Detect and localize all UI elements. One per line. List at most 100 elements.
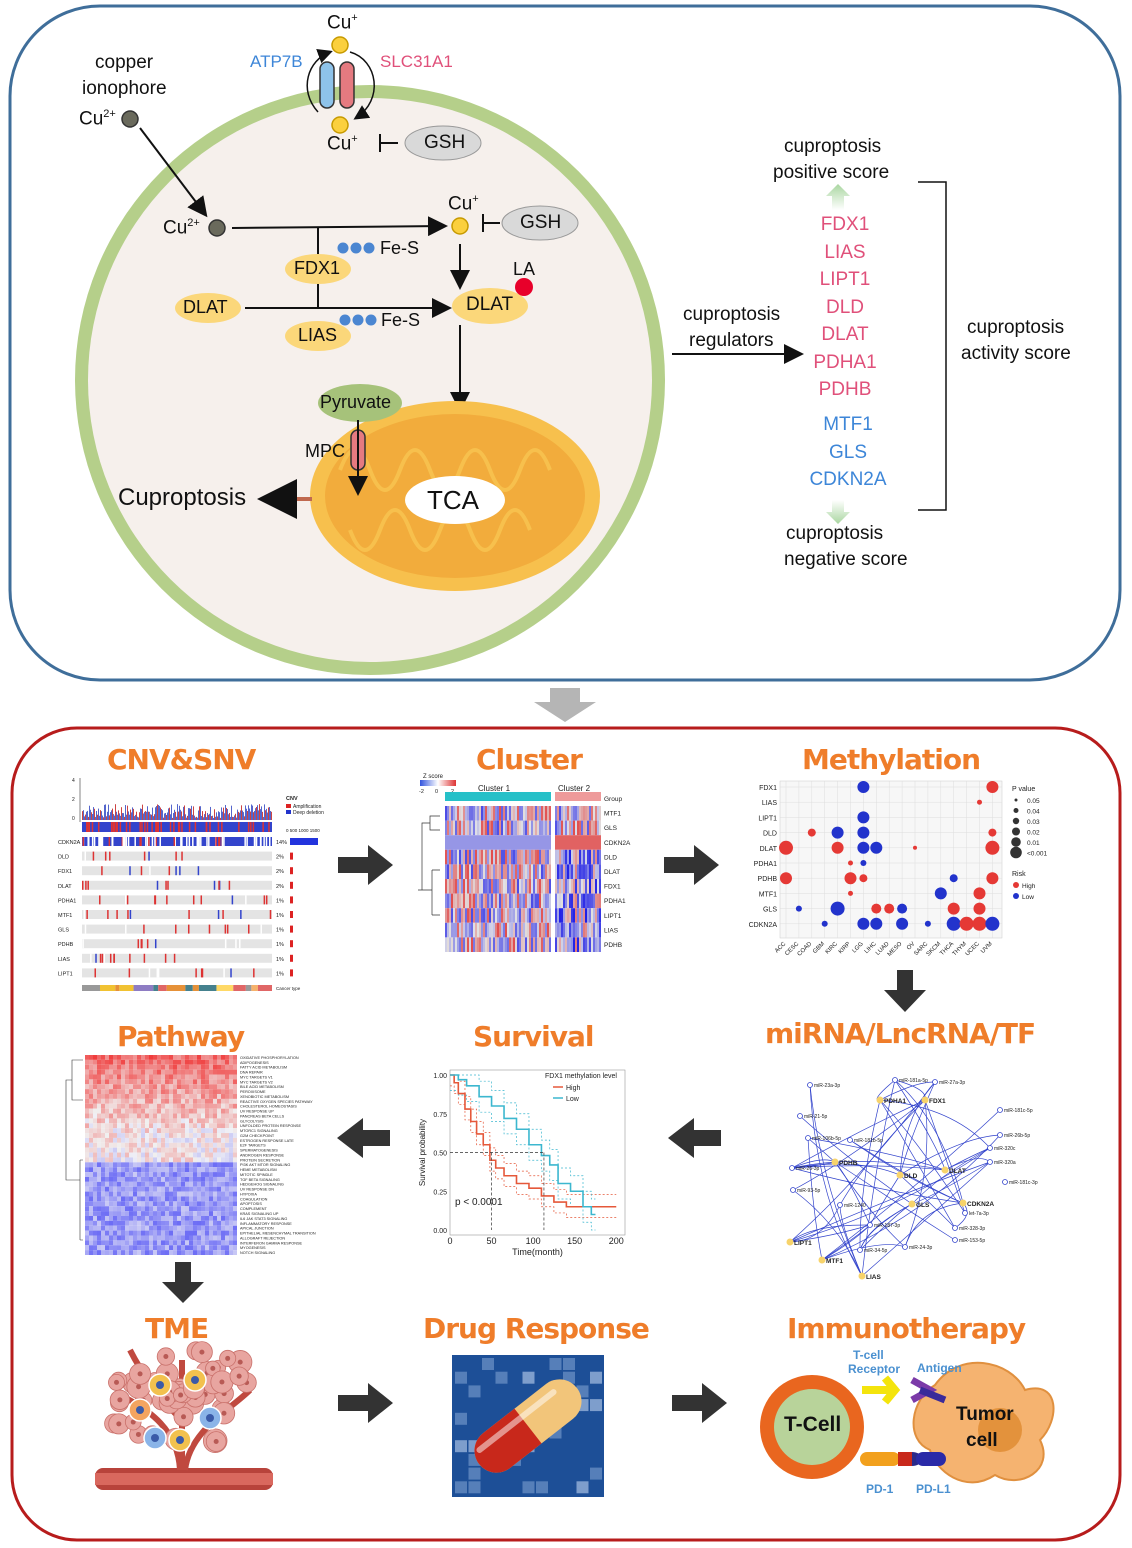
flow-arrow-drug-immuno <box>672 1383 727 1423</box>
svg-text:2%: 2% <box>276 855 284 861</box>
tme-illustration <box>95 1341 273 1490</box>
svg-text:LGG: LGG <box>852 941 865 954</box>
svg-text:APICAL JUNCTION: APICAL JUNCTION <box>240 1227 274 1231</box>
svg-text:FDX1: FDX1 <box>759 785 777 792</box>
svg-text:1%: 1% <box>276 913 284 919</box>
svg-text:1%: 1% <box>276 898 284 904</box>
cu-plus-inner-label: Cu+ <box>448 193 479 215</box>
lias-label: LIAS <box>298 325 338 345</box>
svg-text:50: 50 <box>487 1236 497 1246</box>
mirna-network-panel: miR-27a-3pmiR-181a-5pmiR-181c-5pmiR-26b-… <box>786 1077 1038 1281</box>
gsh-inner-label: GSH <box>520 212 562 233</box>
svg-text:LIAS: LIAS <box>866 1274 881 1281</box>
svg-text:0: 0 <box>72 816 75 822</box>
svg-text:PDHB: PDHB <box>839 1160 858 1167</box>
svg-text:UV RESPONSE UP: UV RESPONSE UP <box>240 1110 274 1114</box>
svg-text:DLAT: DLAT <box>604 869 620 876</box>
svg-text:DNA REPAIR: DNA REPAIR <box>240 1071 263 1075</box>
top-panel-frame <box>8 4 1122 682</box>
bottom-panel-frame <box>10 726 1122 1542</box>
atp7b-efflux-arrow <box>306 49 333 113</box>
svg-text:GBM: GBM <box>812 941 826 955</box>
transporter-slc31a1 <box>339 61 355 109</box>
atp7b-label: ATP7B <box>250 52 303 71</box>
positive-gene-lipt1: LIPT1 <box>819 269 871 290</box>
svg-text:REACTIVE OXYGEN SPECIES PATHWA: REACTIVE OXYGEN SPECIES PATHWAY <box>240 1100 313 1104</box>
svg-text:100: 100 <box>526 1236 541 1246</box>
svg-text:ANDROGEN RESPONSE: ANDROGEN RESPONSE <box>240 1153 285 1157</box>
activity-score-line1: cuproptosis <box>967 317 1065 338</box>
svg-text:2%: 2% <box>276 869 284 875</box>
svg-text:miR-320c: miR-320c <box>994 1146 1016 1152</box>
svg-text:COAGULATION: COAGULATION <box>240 1197 268 1201</box>
svg-text:DLAT: DLAT <box>949 1168 966 1175</box>
svg-text:2%: 2% <box>276 884 284 890</box>
svg-text:p < 0.0001: p < 0.0001 <box>455 1197 503 1208</box>
gsh-inhibit-outer <box>379 134 398 152</box>
svg-text:UCEC: UCEC <box>965 941 982 958</box>
svg-text:INFLAMMATORY RESPONSE: INFLAMMATORY RESPONSE <box>240 1222 292 1226</box>
svg-text:E2F TARGETS: E2F TARGETS <box>240 1144 266 1148</box>
slc31a1-influx-arrow <box>349 51 375 120</box>
gsh-inner-node <box>501 205 579 241</box>
svg-text:OXIDATIVE PHOSPHORYLATION: OXIDATIVE PHOSPHORYLATION <box>240 1056 299 1060</box>
svg-text:P value: P value <box>1012 786 1035 793</box>
svg-text:INTERFERON GAMMA RESPONSE: INTERFERON GAMMA RESPONSE <box>240 1241 302 1245</box>
copper-ionophore-line1: copper <box>95 52 154 73</box>
svg-text:Survival probability: Survival probability <box>418 1119 427 1186</box>
positive-score-line1: cuproptosis <box>784 136 882 157</box>
svg-text:DLD: DLD <box>763 831 777 838</box>
flow-arrow-pathway-tme <box>162 1262 204 1303</box>
positive-gradient-arrow <box>826 184 850 210</box>
svg-text:GLS: GLS <box>604 825 618 832</box>
negative-score-line1: cuproptosis <box>786 523 884 544</box>
title-immuno: Immunotherapy <box>787 1312 1026 1345</box>
svg-text:0: 0 <box>435 789 438 795</box>
negative-gene-mtf1: MTF1 <box>823 414 873 435</box>
svg-text:miR-181a-5p: miR-181a-5p <box>899 1078 928 1084</box>
svg-text:Low: Low <box>1022 894 1034 901</box>
svg-text:OV: OV <box>906 941 916 951</box>
svg-text:HEME METABOLISM: HEME METABOLISM <box>240 1168 277 1172</box>
svg-text:FDX1 methylation level: FDX1 methylation level <box>545 1073 617 1080</box>
svg-text:1.00: 1.00 <box>433 1073 447 1080</box>
receptor-label-line1: T-cell <box>853 1348 884 1362</box>
svg-text:miR-187-3p: miR-187-3p <box>874 1223 900 1229</box>
svg-text:MTF1: MTF1 <box>826 1258 843 1265</box>
svg-text:Cancer type: Cancer type <box>276 986 301 991</box>
title-cluster: Cluster <box>476 743 583 776</box>
flow-arrow-survival-pathway <box>337 1118 390 1158</box>
svg-text:KIRC: KIRC <box>825 941 840 956</box>
cu-ion-inner <box>451 217 469 235</box>
fdx1-label: FDX1 <box>294 258 341 278</box>
la-dot <box>515 278 533 296</box>
svg-text:miR-21-5p: miR-21-5p <box>804 1114 828 1120</box>
negative-gene-gls: GLS <box>828 441 868 463</box>
svg-text:MITOTIC SPINDLE: MITOTIC SPINDLE <box>240 1173 273 1177</box>
svg-text:GLS: GLS <box>58 928 69 934</box>
svg-text:High: High <box>1022 883 1036 890</box>
svg-text:FDX1: FDX1 <box>604 884 621 891</box>
svg-text:PDHA1: PDHA1 <box>754 861 777 868</box>
dlat-node-right <box>452 288 528 324</box>
svg-text:FDX1: FDX1 <box>929 1098 946 1105</box>
pdl1-label: PD-L1 <box>916 1482 951 1496</box>
svg-text:SPERMATOGENESIS: SPERMATOGENESIS <box>240 1149 278 1153</box>
methylation-panel: FDX1LIASLIPT1DLDDLATPDHA1PDHBMTF1GLSCDKN… <box>749 780 1047 958</box>
svg-text:MTF1: MTF1 <box>604 811 621 818</box>
tcell-label: T-Cell <box>784 1413 842 1436</box>
svg-text:MYOGENESIS: MYOGENESIS <box>240 1246 266 1250</box>
svg-text:LIPT1: LIPT1 <box>604 913 622 920</box>
cu-ion-membrane <box>331 116 349 134</box>
svg-text:BILE ACID METABOLISM: BILE ACID METABOLISM <box>240 1085 284 1089</box>
svg-text:150: 150 <box>567 1236 582 1246</box>
svg-text:0.25: 0.25 <box>433 1189 447 1196</box>
regulators-label-line2: regulators <box>689 330 774 351</box>
svg-text:14%: 14% <box>276 840 287 846</box>
title-tme: TME <box>145 1312 209 1345</box>
svg-text:Amplification: Amplification <box>293 804 322 810</box>
svg-text:UNFOLDED PROTEIN RESPONSE: UNFOLDED PROTEIN RESPONSE <box>240 1124 301 1128</box>
svg-text:0.01: 0.01 <box>1027 840 1040 847</box>
